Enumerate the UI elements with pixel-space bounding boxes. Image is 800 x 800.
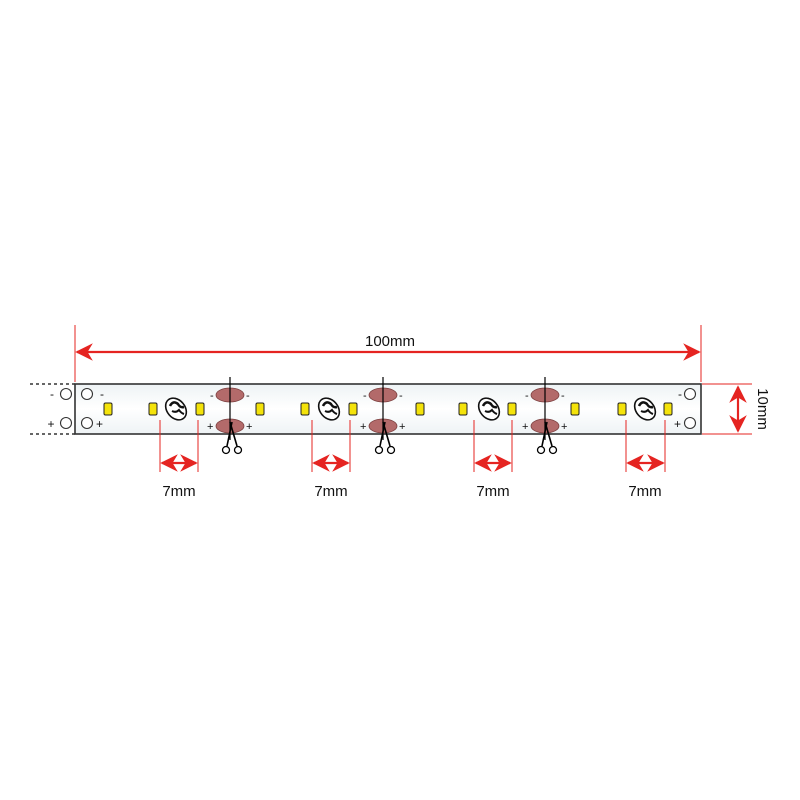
svg-text:-: -	[678, 387, 682, 401]
svg-text:+: +	[47, 417, 54, 431]
length-dimension: 100mm	[74, 325, 702, 382]
gap-label: 7mm	[162, 483, 195, 500]
svg-text:+: +	[360, 421, 366, 433]
led-chip	[300, 402, 310, 416]
led-chip	[415, 402, 425, 416]
led-chip	[348, 402, 358, 416]
svg-text:+: +	[674, 417, 681, 431]
svg-text:-: -	[525, 390, 529, 402]
led-chip	[255, 402, 265, 416]
svg-text:-: -	[363, 390, 367, 402]
gap-dimension: 7mm	[625, 420, 666, 500]
led-chip	[570, 402, 580, 416]
svg-text:+: +	[96, 417, 103, 431]
svg-text:-: -	[246, 390, 250, 402]
led-chip	[103, 402, 113, 416]
svg-text:+: +	[399, 421, 405, 433]
cut-point: - - + +	[207, 377, 252, 455]
led-chip	[663, 402, 673, 416]
gap-dimension: 7mm	[473, 420, 513, 500]
led-chip	[195, 402, 205, 416]
led-chip	[458, 402, 468, 416]
gap-dimension: 7mm	[311, 420, 351, 500]
svg-text:+: +	[522, 421, 528, 433]
gap-label: 7mm	[476, 483, 509, 500]
gap-label: 7mm	[628, 483, 661, 500]
strip-continuation: - +	[30, 383, 75, 435]
svg-text:+: +	[246, 421, 252, 433]
svg-text:+: +	[207, 421, 213, 433]
gap-dimension: 7mm	[159, 420, 199, 500]
led-chip	[617, 402, 627, 416]
length-label: 100mm	[365, 333, 415, 350]
gap-label: 7mm	[314, 483, 347, 500]
svg-text:+: +	[561, 421, 567, 433]
led-chip	[507, 402, 517, 416]
end-pads: - + - +	[80, 387, 697, 431]
svg-text:-: -	[399, 390, 403, 402]
cut-point: - - + +	[522, 377, 567, 455]
svg-text:-: -	[561, 390, 565, 402]
cut-point: - - + +	[360, 377, 405, 455]
width-label: 10mm	[754, 388, 771, 430]
width-dimension: 10mm	[702, 383, 771, 435]
led-chip	[148, 402, 158, 416]
svg-text:-: -	[210, 390, 214, 402]
svg-text:-: -	[50, 387, 54, 401]
svg-text:-: -	[100, 387, 104, 401]
